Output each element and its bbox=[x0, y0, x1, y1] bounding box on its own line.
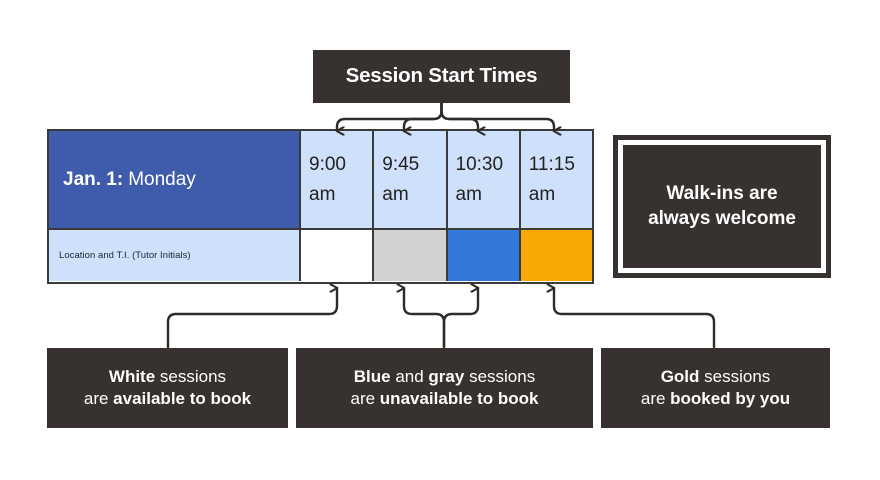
arrow-stem-0900 bbox=[337, 101, 443, 131]
session-slot-0945-unavailable[interactable] bbox=[372, 230, 446, 281]
time-meridiem: am bbox=[309, 183, 336, 205]
legend-white-sessions: White sessions are available to book bbox=[47, 348, 288, 428]
legend-white-line2-pre: are bbox=[83, 389, 114, 408]
legend-gray-keyword: gray bbox=[428, 367, 465, 387]
legend-gold-keyword: Gold bbox=[660, 367, 700, 387]
arrow-stem-1115 bbox=[440, 101, 555, 131]
schedule-table: Jan. 1:Monday 9:00 am 9:45 am 10:30 am 1… bbox=[47, 129, 594, 284]
time-meridiem: am bbox=[382, 183, 409, 205]
day-name: Monday bbox=[128, 168, 196, 190]
legend-blue-line2-bold: unavailable to book bbox=[379, 389, 539, 408]
legend-gold-line2-pre: are bbox=[640, 389, 671, 408]
schedule-header-row: Jan. 1:Monday 9:00 am 9:45 am 10:30 am 1… bbox=[49, 131, 592, 228]
day-date: Jan. 1: bbox=[63, 168, 124, 190]
session-slot-1030-unavailable[interactable] bbox=[445, 230, 519, 281]
legend-white-keyword: White bbox=[108, 367, 156, 387]
time-value: 11:15 bbox=[528, 154, 575, 176]
legend-gold-line2-bold: booked by you bbox=[670, 389, 791, 408]
legend-blue-line1-rest: sessions bbox=[464, 367, 536, 387]
legend-gold-sessions: Gold sessions are booked by you bbox=[601, 348, 830, 428]
legend-white-line1-rest: sessions bbox=[155, 367, 227, 387]
arrow-legend-white-to-slot bbox=[166, 288, 337, 349]
arrow-legend-gray-to-slot bbox=[404, 288, 446, 349]
time-header-0900: 9:00 am bbox=[299, 131, 373, 228]
session-slot-1115-booked[interactable] bbox=[518, 230, 592, 281]
location-tutor-initials-cell: Location and T.I. (Tutor Initials) bbox=[49, 230, 299, 281]
time-header-1115: 11:15 am bbox=[518, 131, 592, 228]
legend-blue-gray-sessions: Blue and gray sessions are unavailable t… bbox=[296, 348, 593, 428]
location-tutor-initials-label: Location and T.I. (Tutor Initials) bbox=[59, 250, 191, 261]
time-meridiem: am bbox=[455, 183, 482, 205]
arrow-legend-blue-to-slot bbox=[442, 288, 478, 349]
walk-ins-notice: Walk-ins are always welcome bbox=[613, 135, 831, 278]
time-value: 9:00 bbox=[309, 154, 346, 176]
legend-white-line2-bold: available to book bbox=[113, 389, 252, 408]
time-value: 10:30 bbox=[455, 154, 504, 176]
legend-gold-line1-rest: sessions bbox=[699, 367, 771, 387]
time-header-1030: 10:30 am bbox=[445, 131, 519, 228]
session-start-times-label: Session Start Times bbox=[345, 64, 538, 88]
walk-ins-line-1: Walk-ins are bbox=[666, 182, 778, 204]
arrow-stem-1030 bbox=[440, 101, 479, 131]
legend-blue-line1-mid: and bbox=[390, 367, 429, 387]
session-start-times-title: Session Start Times bbox=[313, 50, 570, 103]
arrow-stem-0945 bbox=[404, 101, 443, 131]
legend-blue-line2-pre: are bbox=[350, 389, 380, 408]
schedule-slot-row: Location and T.I. (Tutor Initials) bbox=[49, 228, 592, 281]
time-header-0945: 9:45 am bbox=[372, 131, 446, 228]
time-value: 9:45 bbox=[382, 154, 420, 176]
time-meridiem: am bbox=[528, 183, 556, 205]
day-cell: Jan. 1:Monday bbox=[49, 131, 299, 228]
arrow-legend-gold-to-slot bbox=[554, 288, 716, 349]
session-slot-0900-available[interactable] bbox=[299, 230, 373, 281]
legend-blue-keyword: Blue bbox=[353, 367, 391, 387]
walk-ins-line-2: always welcome bbox=[648, 207, 796, 229]
walk-ins-notice-inner: Walk-ins are always welcome bbox=[623, 145, 821, 268]
